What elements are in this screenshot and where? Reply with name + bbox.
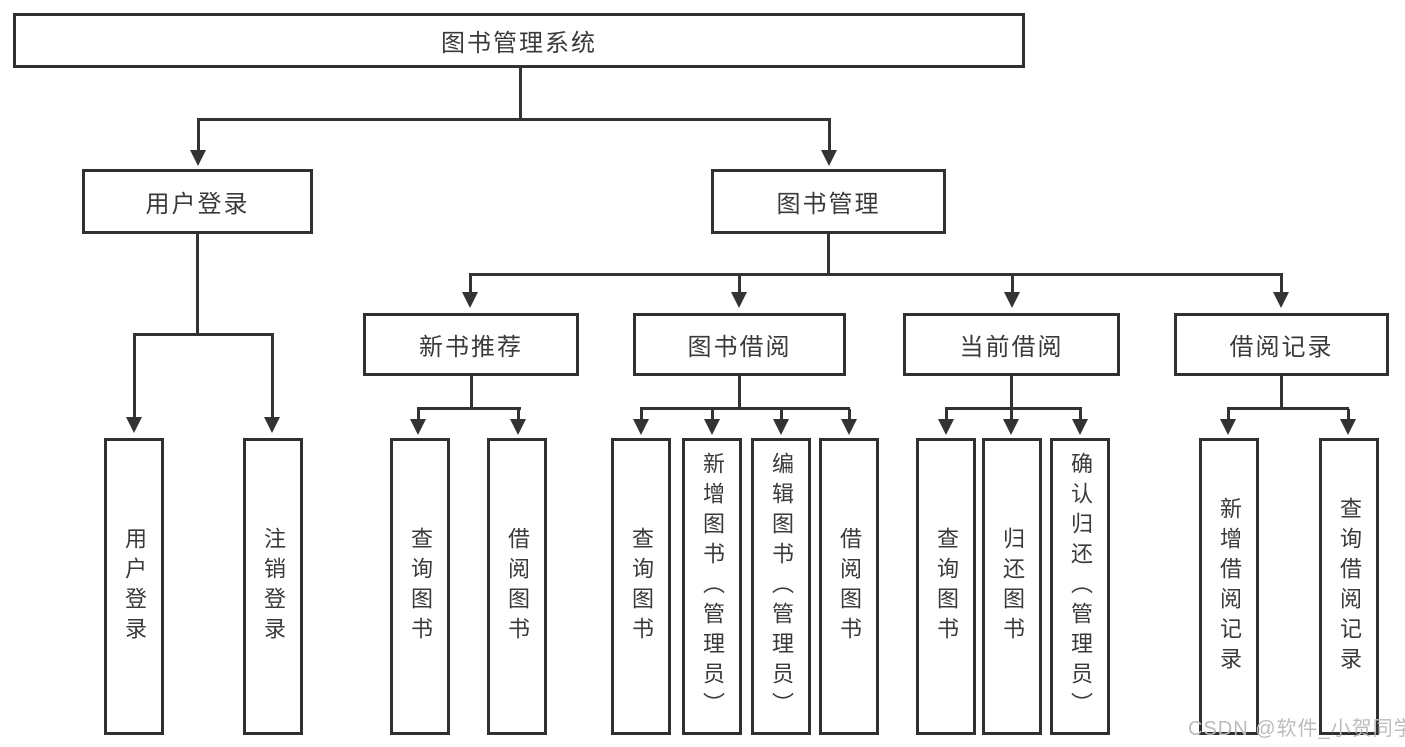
leaf-label: 查询图书	[408, 526, 433, 647]
leaf-label: 用户登录	[122, 526, 147, 647]
arrow-down-icon	[773, 419, 789, 435]
connector-line	[1010, 409, 1013, 421]
node-label: 借阅记录	[1229, 334, 1334, 361]
connector-line	[519, 68, 522, 118]
connector-line	[711, 409, 714, 421]
connector-line	[1079, 409, 1082, 421]
node-user-login: 用户登录	[82, 169, 313, 234]
node-library-management-system: 图书管理系统	[13, 13, 1025, 68]
arrow-down-icon	[510, 419, 526, 435]
connector-line	[469, 276, 472, 294]
connector-line	[417, 409, 420, 421]
leaf-label: 查询图书	[629, 526, 654, 647]
arrow-down-icon	[633, 419, 649, 435]
node-borrowing-records: 借阅记录	[1174, 313, 1389, 376]
arrow-down-icon	[462, 292, 478, 308]
connector-line	[1280, 376, 1283, 409]
connector-line	[196, 234, 199, 335]
leaf-logout: 注销登录	[243, 438, 303, 735]
arrow-down-icon	[1072, 419, 1088, 435]
connector-line	[1011, 276, 1014, 294]
node-new-book-recommendation: 新书推荐	[363, 313, 579, 376]
connector-line	[1010, 376, 1013, 409]
arrow-down-icon	[410, 419, 426, 435]
leaf-query-books: 查询图书	[916, 438, 976, 735]
arrow-down-icon	[1340, 419, 1356, 435]
connector-line	[197, 118, 200, 152]
arrow-down-icon	[731, 292, 747, 308]
connector-line	[945, 407, 1082, 410]
connector-line	[827, 234, 830, 275]
connector-line	[133, 333, 136, 419]
connector-line	[640, 409, 643, 421]
arrow-down-icon	[190, 150, 206, 166]
arrow-down-icon	[1273, 292, 1289, 308]
arrow-down-icon	[126, 417, 142, 433]
node-label: 图书管理	[776, 191, 881, 218]
arrow-down-icon	[1004, 292, 1020, 308]
leaf-query-books: 查询图书	[611, 438, 671, 735]
node-label: 当前借阅	[959, 334, 1064, 361]
connector-line	[945, 409, 948, 421]
arrow-down-icon	[1220, 419, 1236, 435]
connector-line	[417, 407, 521, 410]
leaf-label: 确认归还（管理员）	[1068, 451, 1093, 722]
connector-line	[469, 273, 1283, 276]
leaf-borrow-books: 借阅图书	[487, 438, 547, 735]
leaf-label: 查询图书	[934, 526, 959, 647]
connector-line	[828, 118, 831, 152]
leaf-query-borrow-record: 查询借阅记录	[1319, 438, 1379, 735]
arrow-down-icon	[1003, 419, 1019, 435]
connector-line	[1280, 276, 1283, 294]
node-label: 新书推荐	[419, 334, 523, 361]
leaf-return-books: 归还图书	[982, 438, 1042, 735]
arrow-down-icon	[821, 150, 837, 166]
connector-line	[780, 409, 783, 421]
arrow-down-icon	[938, 419, 954, 435]
leaf-edit-book-admin: 编辑图书（管理员）	[751, 438, 811, 735]
connector-line	[848, 409, 851, 421]
leaf-label: 归还图书	[1000, 526, 1025, 647]
node-label: 图书借阅	[687, 334, 792, 361]
leaf-confirm-return-admin: 确认归还（管理员）	[1050, 438, 1110, 735]
leaf-label: 查询借阅记录	[1337, 496, 1362, 677]
leaf-label: 编辑图书（管理员）	[769, 451, 794, 722]
leaf-add-borrow-record: 新增借阅记录	[1199, 438, 1259, 735]
connector-line	[1227, 407, 1349, 410]
leaf-borrow-books: 借阅图书	[819, 438, 879, 735]
leaf-query-books: 查询图书	[390, 438, 450, 735]
leaf-label: 借阅图书	[505, 526, 530, 647]
node-book-borrowing: 图书借阅	[633, 313, 846, 376]
connector-line	[738, 276, 741, 294]
leaf-add-book-admin: 新增图书（管理员）	[682, 438, 742, 735]
connector-line	[1227, 409, 1230, 421]
connector-line	[517, 409, 520, 421]
csdn-watermark: CSDN @软件_小贺同学	[1188, 718, 1405, 740]
leaf-label: 借阅图书	[837, 526, 862, 647]
arrow-down-icon	[841, 419, 857, 435]
connector-line	[470, 376, 473, 409]
leaf-label: 新增借阅记录	[1217, 496, 1242, 677]
connector-line	[738, 376, 741, 409]
connector-line	[271, 333, 274, 419]
arrow-down-icon	[264, 417, 280, 433]
connector-line	[640, 407, 850, 410]
connector-line	[133, 333, 274, 336]
leaf-user-login: 用户登录	[104, 438, 164, 735]
leaf-label: 注销登录	[261, 526, 286, 647]
node-book-management: 图书管理	[711, 169, 946, 234]
leaf-label: 新增图书（管理员）	[700, 451, 725, 722]
node-current-borrowing: 当前借阅	[903, 313, 1120, 376]
node-label: 图书管理系统	[441, 30, 597, 57]
node-label: 用户登录	[145, 191, 250, 218]
connector-line	[1347, 409, 1350, 421]
connector-line	[197, 118, 831, 121]
arrow-down-icon	[704, 419, 720, 435]
